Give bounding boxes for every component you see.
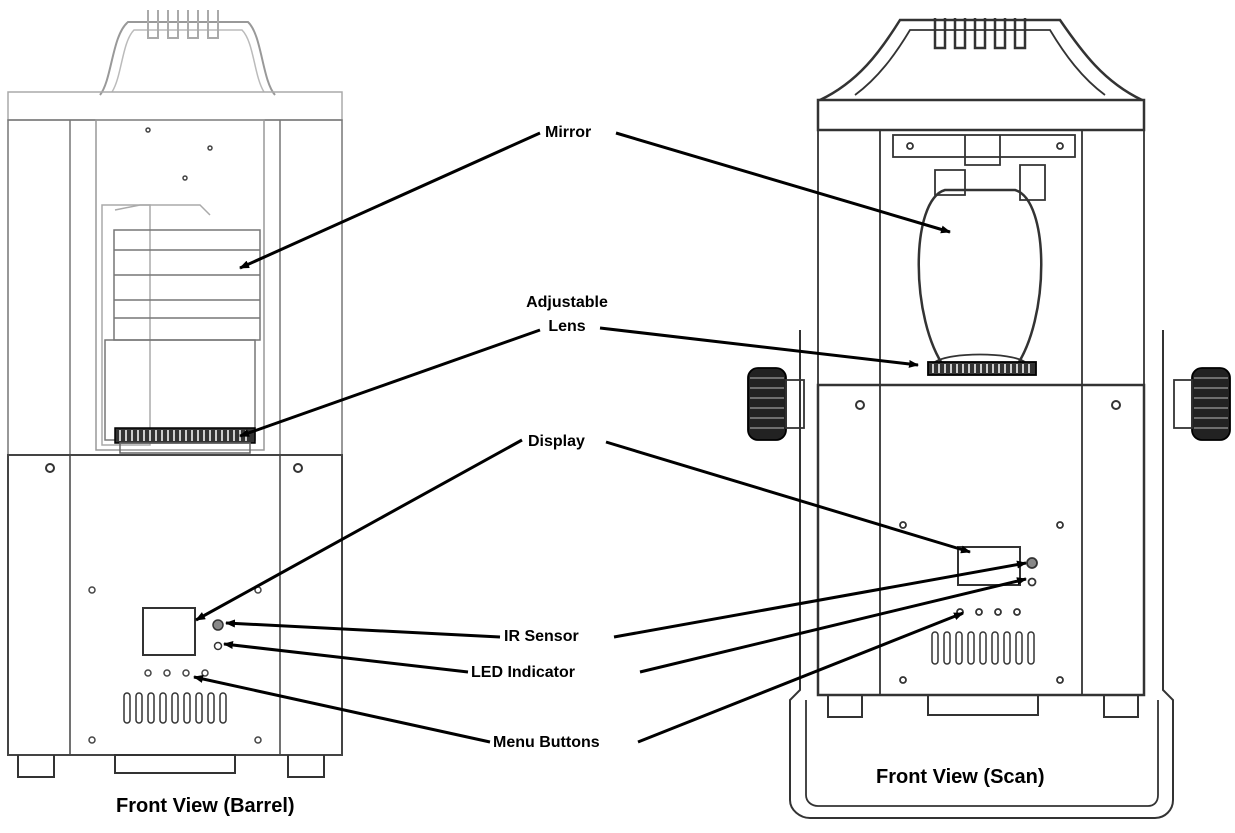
mirror-arrow-right <box>615 131 951 234</box>
adjustable-lens-label-line2: Lens <box>548 318 586 335</box>
barrel-fixture <box>7 10 343 778</box>
display-arrow-left <box>195 438 523 622</box>
display-arrow-right <box>605 440 971 554</box>
menu-buttons-label: Menu Buttons <box>493 734 600 751</box>
lens-arrow-left <box>239 328 541 438</box>
callout-arrows <box>193 131 1027 744</box>
ir-arrow-right <box>613 560 1027 639</box>
mirror-label: Mirror <box>545 124 592 141</box>
menu-arrow-left <box>193 675 491 744</box>
led-arrow-left <box>223 641 469 674</box>
scan-fixture <box>747 18 1231 819</box>
led-indicator-label: LED Indicator <box>471 664 576 681</box>
caption-scan: Front View (Scan) <box>876 766 1045 788</box>
led-arrow-right <box>639 577 1027 674</box>
menu-arrow-right <box>637 611 964 744</box>
caption-barrel: Front View (Barrel) <box>116 795 295 817</box>
ir-sensor-label: IR Sensor <box>504 628 579 645</box>
ir-arrow-left <box>225 619 501 639</box>
display-label: Display <box>528 433 585 450</box>
mirror-arrow-left <box>239 131 541 270</box>
adjustable-lens-label-line1: Adjustable <box>526 294 608 311</box>
lens-arrow-right <box>599 326 919 368</box>
